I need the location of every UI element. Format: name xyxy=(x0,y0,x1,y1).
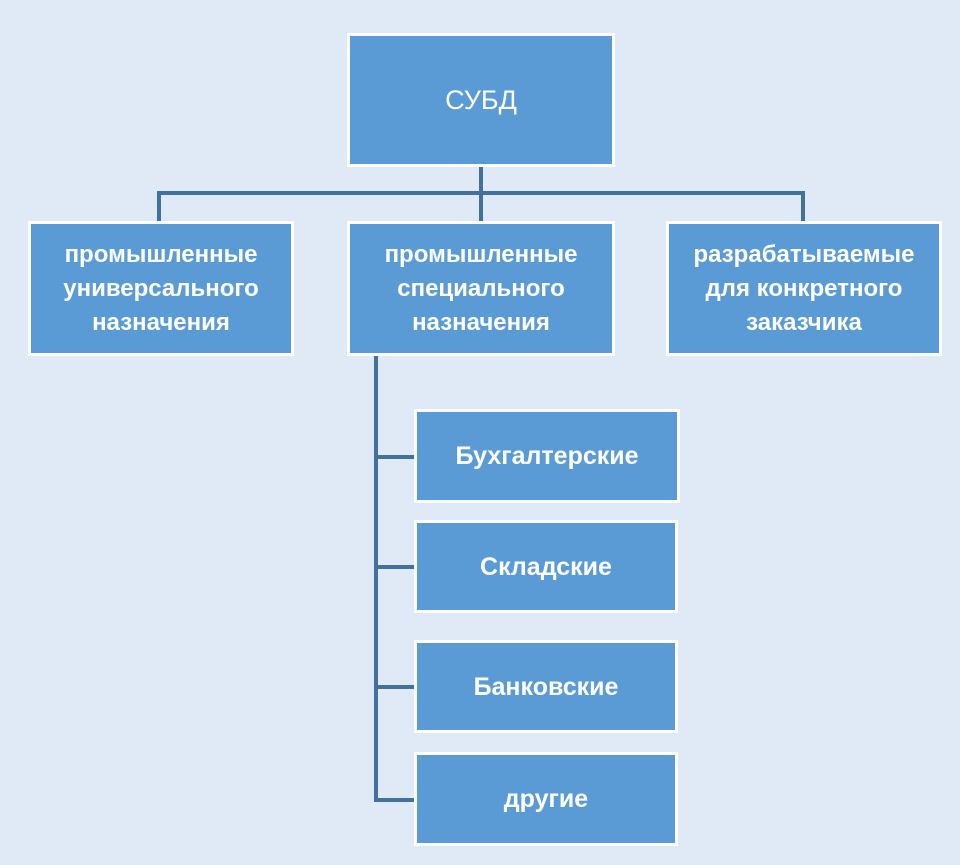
branch-node-special-label: промышленные специального назначения xyxy=(384,240,578,336)
sub-node-accounting-label: Бухгалтерские xyxy=(455,442,639,470)
root-node-label: СУБД xyxy=(445,85,517,115)
sub-node-banking-label: Банковские xyxy=(473,672,619,701)
sub-node-banking: Банковские xyxy=(414,640,678,733)
branch-node-universal: промышленные универсального назначения xyxy=(28,221,294,356)
sub-node-accounting: Бухгалтерские xyxy=(414,409,680,503)
branch-node-special: промышленные специального назначения xyxy=(347,221,615,356)
sub-node-other: другие xyxy=(414,752,678,846)
sub-node-warehouse: Складские xyxy=(414,520,678,613)
sub-node-other-label: другие xyxy=(503,785,589,813)
branch-node-custom-label: разрабатываемые для конкретного заказчик… xyxy=(693,240,915,336)
branch-node-custom: разрабатываемые для конкретного заказчик… xyxy=(666,221,942,356)
sub-node-warehouse-label: Складские xyxy=(480,552,612,581)
branch-node-universal-label: промышленные универсального назначения xyxy=(63,240,259,336)
root-node-subd: СУБД xyxy=(347,33,615,167)
